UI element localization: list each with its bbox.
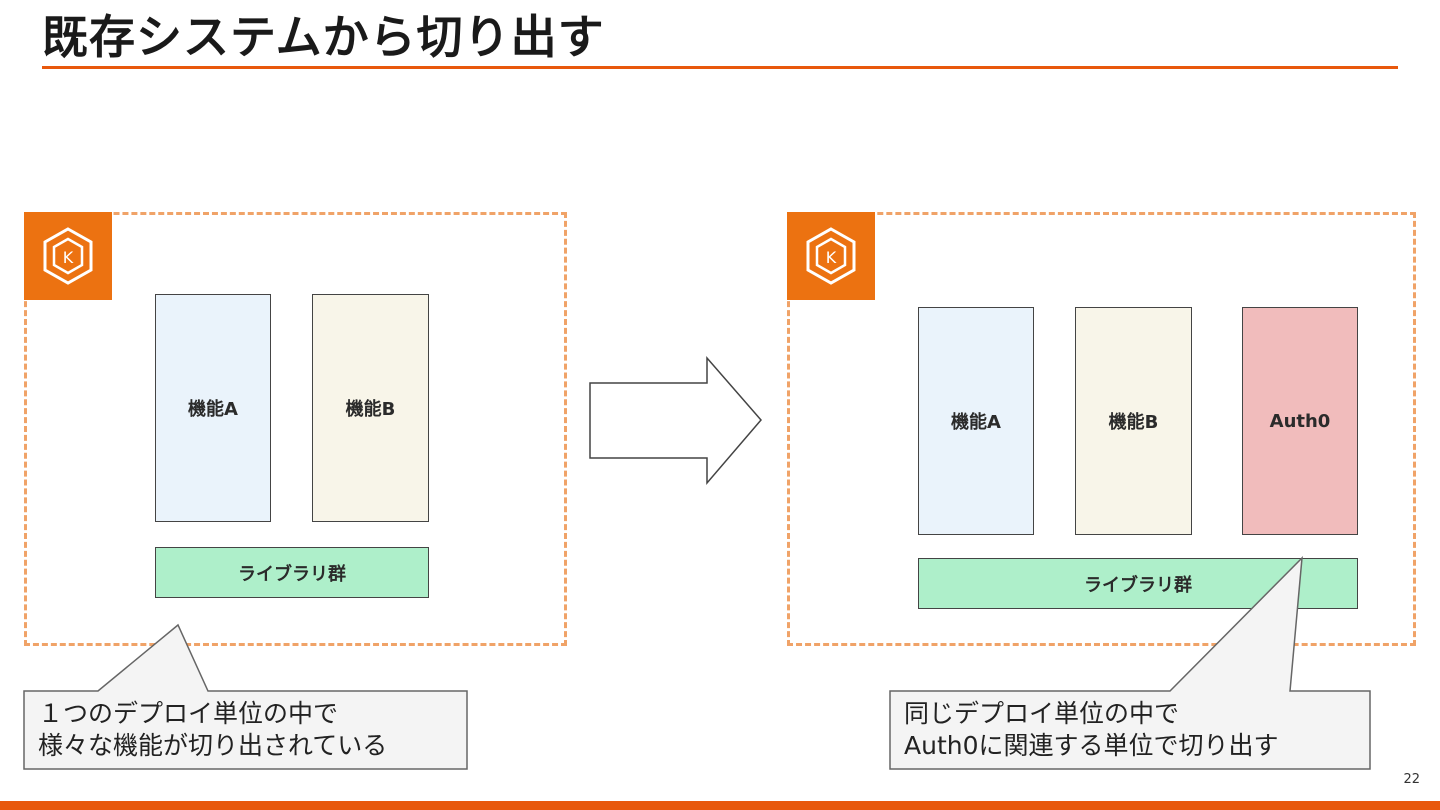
left-feature-b-label: 機能B [345, 399, 396, 420]
left-cluster-boundary [24, 212, 567, 646]
right-callout-text: 同じデプロイ単位の中で Auth0に関連する単位で切り出す [904, 698, 1279, 762]
left-kubernetes-eks-icon: K [24, 212, 112, 300]
svg-text:K: K [63, 248, 74, 267]
right-auth0-box: Auth0 [1242, 307, 1358, 535]
slide-title: 既存システムから切り出す [42, 10, 605, 64]
left-library-label: ライブラリ群 [238, 563, 346, 585]
left-callout-line2: 様々な機能が切り出されている [38, 731, 388, 760]
title-divider [42, 66, 1398, 69]
left-feature-a-label: 機能A [188, 399, 238, 420]
right-arrow-icon [589, 355, 762, 486]
left-callout-line1: １つのデプロイ単位の中で [38, 699, 339, 728]
right-library-label: ライブラリ群 [1084, 574, 1192, 596]
left-library-box: ライブラリ群 [155, 547, 429, 598]
left-feature-a-box: 機能A [155, 294, 271, 522]
bottom-accent-bar [0, 801, 1440, 810]
right-auth0-label: Auth0 [1269, 410, 1331, 432]
right-kubernetes-eks-icon: K [787, 212, 875, 300]
right-feature-a-label: 機能A [951, 412, 1001, 433]
right-cluster-boundary [787, 212, 1416, 646]
right-callout-bubble [889, 555, 1371, 770]
right-feature-a-box: 機能A [918, 307, 1034, 535]
left-callout-bubble [23, 623, 468, 770]
left-callout-text: １つのデプロイ単位の中で 様々な機能が切り出されている [38, 698, 387, 762]
right-feature-b-label: 機能B [1108, 412, 1159, 433]
page-number: 22 [1403, 772, 1420, 787]
right-callout-line2: Auth0に関連する単位で切り出す [904, 731, 1279, 760]
right-callout-line1: 同じデプロイ単位の中で [904, 699, 1180, 728]
svg-text:K: K [826, 248, 837, 267]
left-feature-b-box: 機能B [312, 294, 429, 522]
right-feature-b-box: 機能B [1075, 307, 1192, 535]
